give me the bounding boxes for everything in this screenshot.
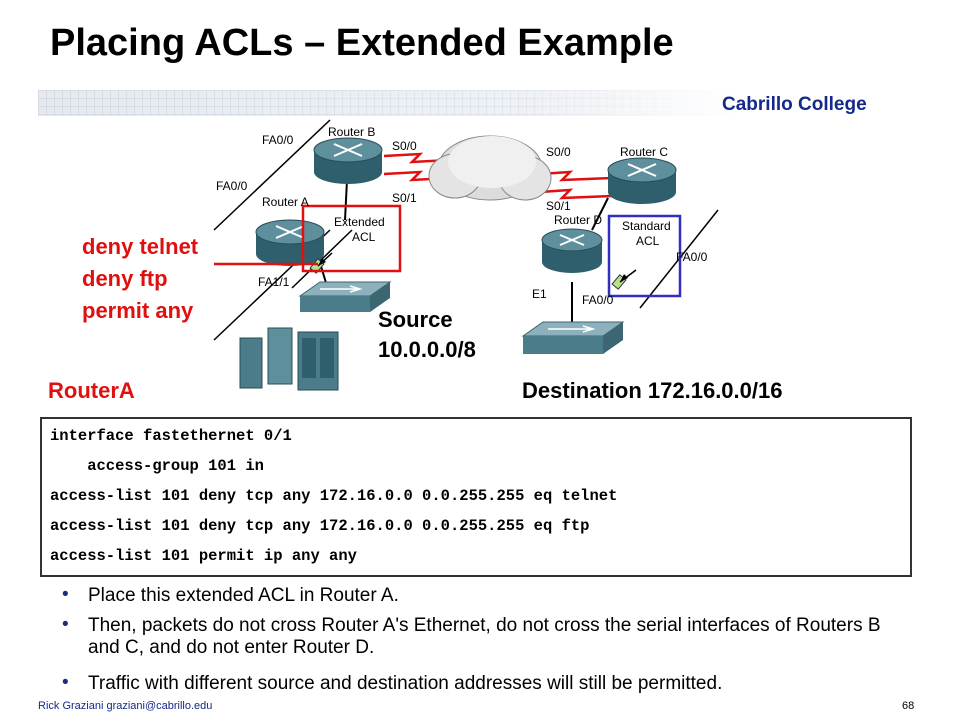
bullet-text-3: Traffic with different source and destin… <box>88 673 723 694</box>
label-router-d: Router D <box>554 213 602 227</box>
config-line: access-list 101 deny tcp any 172.16.0.0 … <box>50 517 590 535</box>
label-s00-b: S0/0 <box>392 139 417 153</box>
label-extended: Extended <box>334 215 385 229</box>
label-fa00-a: FA0/0 <box>216 179 248 193</box>
source-title: Source <box>378 307 453 332</box>
serial-link-c-bottom <box>539 188 613 200</box>
router-icon <box>255 219 325 266</box>
source-label: Source 10.0.0.0/8 <box>378 305 476 365</box>
page-number: 68 <box>902 700 915 712</box>
serial-link-b-top <box>383 152 451 164</box>
acl-rule-2: deny ftp <box>82 266 168 291</box>
label-router-c: Router C <box>620 145 668 159</box>
extended-acl-highlight <box>301 204 402 273</box>
switch-icon <box>298 281 392 312</box>
network-diagram: FA0/0 Router B S0/0 S0/0 Router C FA0/0 … <box>213 119 719 391</box>
label-s00-c: S0/0 <box>546 145 571 159</box>
label-router-a: Router A <box>262 195 309 209</box>
cloud-icon <box>428 135 552 201</box>
label-s01-c: S0/1 <box>546 199 571 213</box>
footer-author: Rick Graziani graziani@cabrillo.edu <box>38 700 213 712</box>
destination-label: Destination 172.16.0.0/16 <box>522 378 783 403</box>
label-fa00-d: FA0/0 <box>582 293 614 307</box>
label-acl-ext: ACL <box>352 230 376 244</box>
config-line: access-group 101 in <box>50 457 264 475</box>
router-icon <box>313 137 383 184</box>
label-router-b: Router B <box>328 125 375 139</box>
router-icon <box>607 157 677 204</box>
header-banner <box>38 90 914 116</box>
acl-rule-3: permit any <box>82 298 194 323</box>
label-acl-std: ACL <box>636 234 660 248</box>
router-icon <box>541 228 603 273</box>
standard-acl-highlight <box>607 214 682 298</box>
config-line: access-list 101 deny tcp any 172.16.0.0 … <box>50 487 618 505</box>
source-network: 10.0.0.0/8 <box>378 337 476 362</box>
label-fa11-a: FA1/1 <box>258 275 290 289</box>
router-name-label: RouterA <box>48 378 135 403</box>
config-line: access-list 101 permit ip any any <box>50 547 357 565</box>
slide-title: Placing ACLs – Extended Example <box>50 22 674 64</box>
config-code-box: interface fastethernet 0/1 access-group … <box>40 417 912 577</box>
label-fa00-c: FA0/0 <box>676 250 708 264</box>
bullet-marker: • <box>62 584 69 605</box>
link-c-d <box>591 197 609 231</box>
server-icon <box>239 327 339 391</box>
bullet-text-1: Place this extended ACL in Router A. <box>88 585 399 606</box>
label-s01-b: S0/1 <box>392 191 417 205</box>
college-logo-text: Cabrillo College <box>722 94 867 115</box>
bullet-text-2: Then, packets do not cross Router A's Et… <box>88 615 881 658</box>
acl-rule-1: deny telnet <box>82 234 199 259</box>
serial-link-c-top <box>539 170 613 182</box>
label-e1: E1 <box>532 287 547 301</box>
switch-icon <box>521 321 625 354</box>
label-standard: Standard <box>622 219 671 233</box>
label-fa00-b: FA0/0 <box>262 133 294 147</box>
ethernet-segment-b <box>213 119 331 231</box>
bullet-marker: • <box>62 614 69 635</box>
bullet-marker: • <box>62 672 69 693</box>
config-line: interface fastethernet 0/1 <box>50 427 292 445</box>
